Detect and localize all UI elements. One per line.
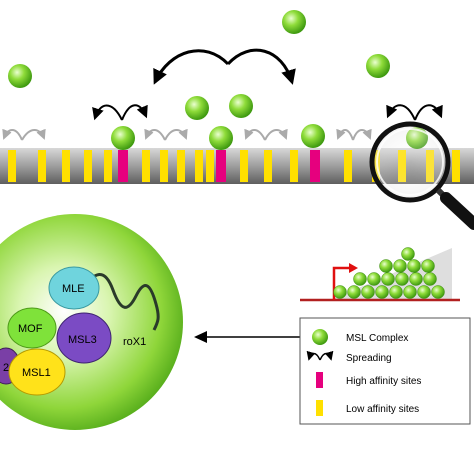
msl-complex-sphere [282, 10, 306, 34]
msl-complex-sphere [421, 259, 435, 273]
msl2-label: 2 [3, 362, 9, 374]
low-affinity-site [177, 150, 185, 182]
high-affinity-site [216, 150, 226, 182]
low-affinity-site [240, 150, 248, 182]
msl-complex-sphere [333, 285, 347, 299]
msl-complex-sphere [389, 285, 403, 299]
spreading-arrows [92, 48, 443, 121]
msl-complex-sphere [111, 126, 135, 150]
curved-arrows-icon [306, 350, 334, 361]
legend-label-low-affinity: Low affinity sites [346, 404, 419, 415]
msl-complex-sphere [347, 285, 361, 299]
msl-complex-sphere [375, 285, 389, 299]
msl-complex-sphere [185, 96, 209, 120]
msl-complex-sphere [403, 285, 417, 299]
msl-complex-sphere [381, 272, 395, 286]
mof-protein [7, 307, 57, 349]
low-affinity-site [84, 150, 92, 182]
msl3-protein [56, 312, 112, 364]
rox1-rna [78, 273, 160, 331]
msl-complex-sphere [353, 272, 367, 286]
pointer-arrow [194, 331, 300, 343]
msl-complex-sphere [401, 247, 415, 261]
gene-accumulation-inset [300, 247, 460, 302]
low-affinity-site [8, 150, 16, 182]
msl-complex-sphere [209, 126, 233, 150]
high-affinity-site [310, 150, 320, 182]
legend: MSL Complex Spreading High affinity site… [299, 317, 471, 425]
small-spreading-arrow [386, 104, 416, 121]
msl-complex-sphere [423, 272, 437, 286]
faded-spreading-arrows [2, 128, 372, 141]
mle-protein [48, 266, 100, 310]
msl-complex-sphere [301, 124, 325, 148]
msl-complex-sphere [395, 272, 409, 286]
msl-complex-sphere [409, 272, 423, 286]
msl-complex-sphere [8, 64, 32, 88]
low-affinity-site [344, 150, 352, 182]
msl1-protein [8, 348, 66, 396]
legend-label-spreading: Spreading [346, 353, 392, 364]
msl3-label: MSL3 [68, 334, 97, 346]
large-spreading-arrow [226, 48, 296, 85]
low-affinity-site [104, 150, 112, 182]
low-affinity-site [142, 150, 150, 182]
high-affinity-site [118, 150, 128, 182]
rox1-label: roX1 [123, 336, 146, 348]
msl-complex-sphere [393, 259, 407, 273]
msl-complex-detail: 2 MLE MSL3 MOF MSL1 roX1 [0, 214, 183, 430]
msl-complex-sphere [366, 54, 390, 78]
large-spreading-arrow [153, 49, 230, 85]
small-spreading-arrow [92, 104, 123, 121]
mof-label: MOF [18, 323, 43, 335]
yellow-bar-icon [316, 400, 323, 416]
small-spreading-arrow [121, 104, 148, 121]
legend-label-high-affinity: High affinity sites [346, 376, 421, 387]
low-affinity-site [264, 150, 272, 182]
small-spreading-arrow [414, 104, 443, 121]
msl-complex-sphere [361, 285, 375, 299]
msl-complex-sphere [407, 259, 421, 273]
low-affinity-site [160, 150, 168, 182]
legend-box [299, 317, 471, 425]
msl-complex-sphere [229, 94, 253, 118]
msl-complex-sphere [379, 259, 393, 273]
magnifying-glass-icon [369, 121, 474, 230]
magenta-bar-icon [316, 372, 323, 388]
low-affinity-site [290, 150, 298, 182]
mle-label: MLE [62, 283, 85, 295]
low-affinity-site [195, 150, 203, 182]
msl-complex-sphere [431, 285, 445, 299]
legend-label-msl-complex: MSL Complex [346, 333, 408, 344]
low-affinity-site [38, 150, 46, 182]
free-msl-complexes [8, 10, 390, 120]
msl-complex-sphere [417, 285, 431, 299]
low-affinity-site [206, 150, 214, 182]
low-affinity-site [452, 150, 460, 182]
msl-complex-sphere [367, 272, 381, 286]
low-affinity-site [62, 150, 70, 182]
green-sphere-icon [312, 329, 328, 345]
msl1-label: MSL1 [22, 367, 51, 379]
